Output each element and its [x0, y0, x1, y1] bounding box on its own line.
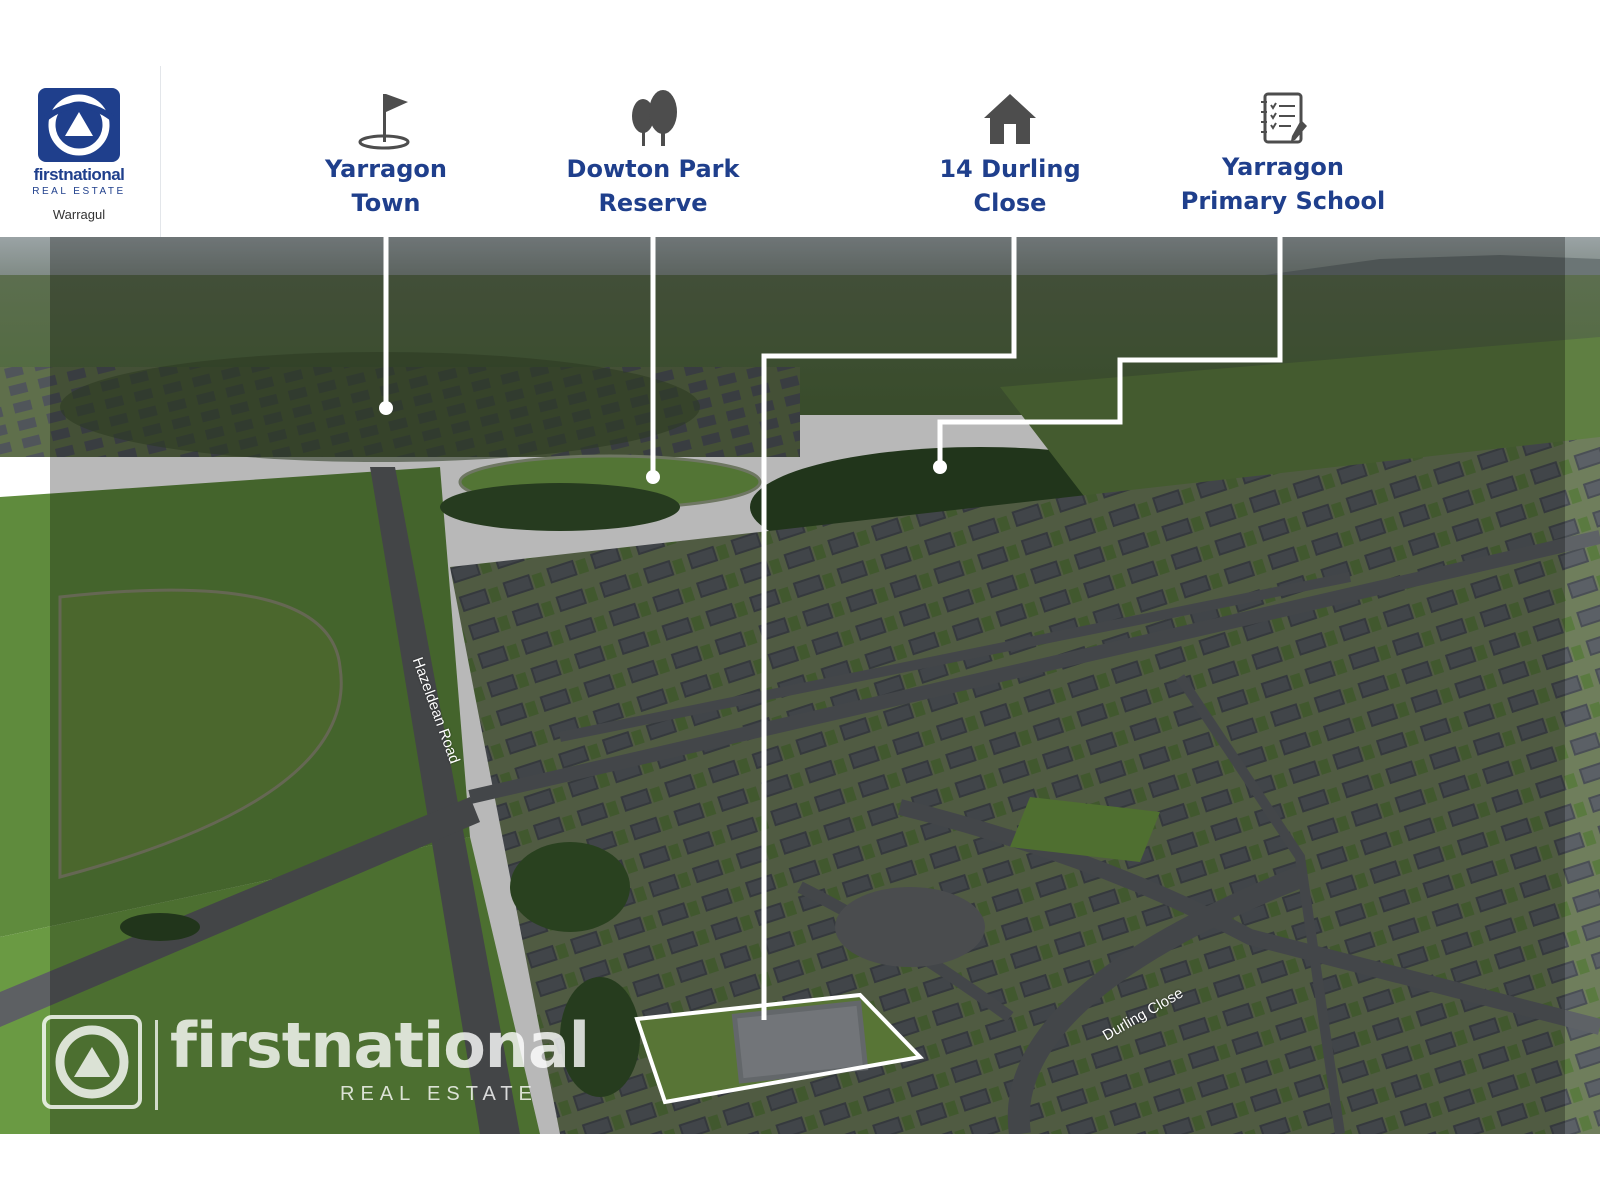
- poi-label-line2: Close: [973, 189, 1047, 217]
- watermark-logo-icon: [42, 1015, 142, 1109]
- poi-yarragon-town: Yarragon Town: [276, 88, 496, 220]
- poi-label-line1: Yarragon: [1222, 153, 1344, 181]
- brand-logo-icon: [38, 88, 120, 162]
- notebook-checklist-icon: [1261, 92, 1307, 144]
- brand-name: firstnational: [33, 165, 125, 184]
- watermark-subtitle: REAL ESTATE: [340, 1083, 538, 1105]
- brand-subtitle: REAL ESTATE: [32, 186, 126, 197]
- watermark-brand-name: firstnational: [170, 1009, 590, 1082]
- poi-14-durling-close: 14 Durling Close: [900, 88, 1120, 220]
- poi-dowton-park-reserve: Dowton Park Reserve: [543, 88, 763, 220]
- poi-yarragon-primary-school: Yarragon Primary School: [1163, 86, 1403, 218]
- poi-label-line2: Town: [351, 189, 421, 217]
- house-icon: [984, 94, 1036, 144]
- poi-label-line2: Reserve: [598, 189, 708, 217]
- aerial-photo: [0, 237, 1600, 1134]
- golf-flag-icon: [358, 94, 410, 150]
- marker-dot-dowton-park: [646, 470, 660, 484]
- marker-dot-primary-school: [933, 460, 947, 474]
- watermark-divider: [155, 1020, 158, 1110]
- watermark-logo: firstnational REAL ESTATE: [42, 1009, 602, 1115]
- poi-label-line2: Primary School: [1180, 187, 1386, 215]
- leader-line-primary-school: [937, 237, 1283, 464]
- marker-dot-yarragon-town: [379, 401, 393, 415]
- header-band: [0, 66, 1600, 237]
- poi-label-line1: Dowton Park: [566, 155, 740, 183]
- poi-label-line1: Yarragon: [325, 155, 447, 183]
- poi-label-line1: 14 Durling: [939, 155, 1081, 183]
- brand-branch: Warragul: [52, 207, 106, 222]
- trees-icon: [632, 90, 677, 146]
- leader-line-durling-close: [761, 237, 1017, 1020]
